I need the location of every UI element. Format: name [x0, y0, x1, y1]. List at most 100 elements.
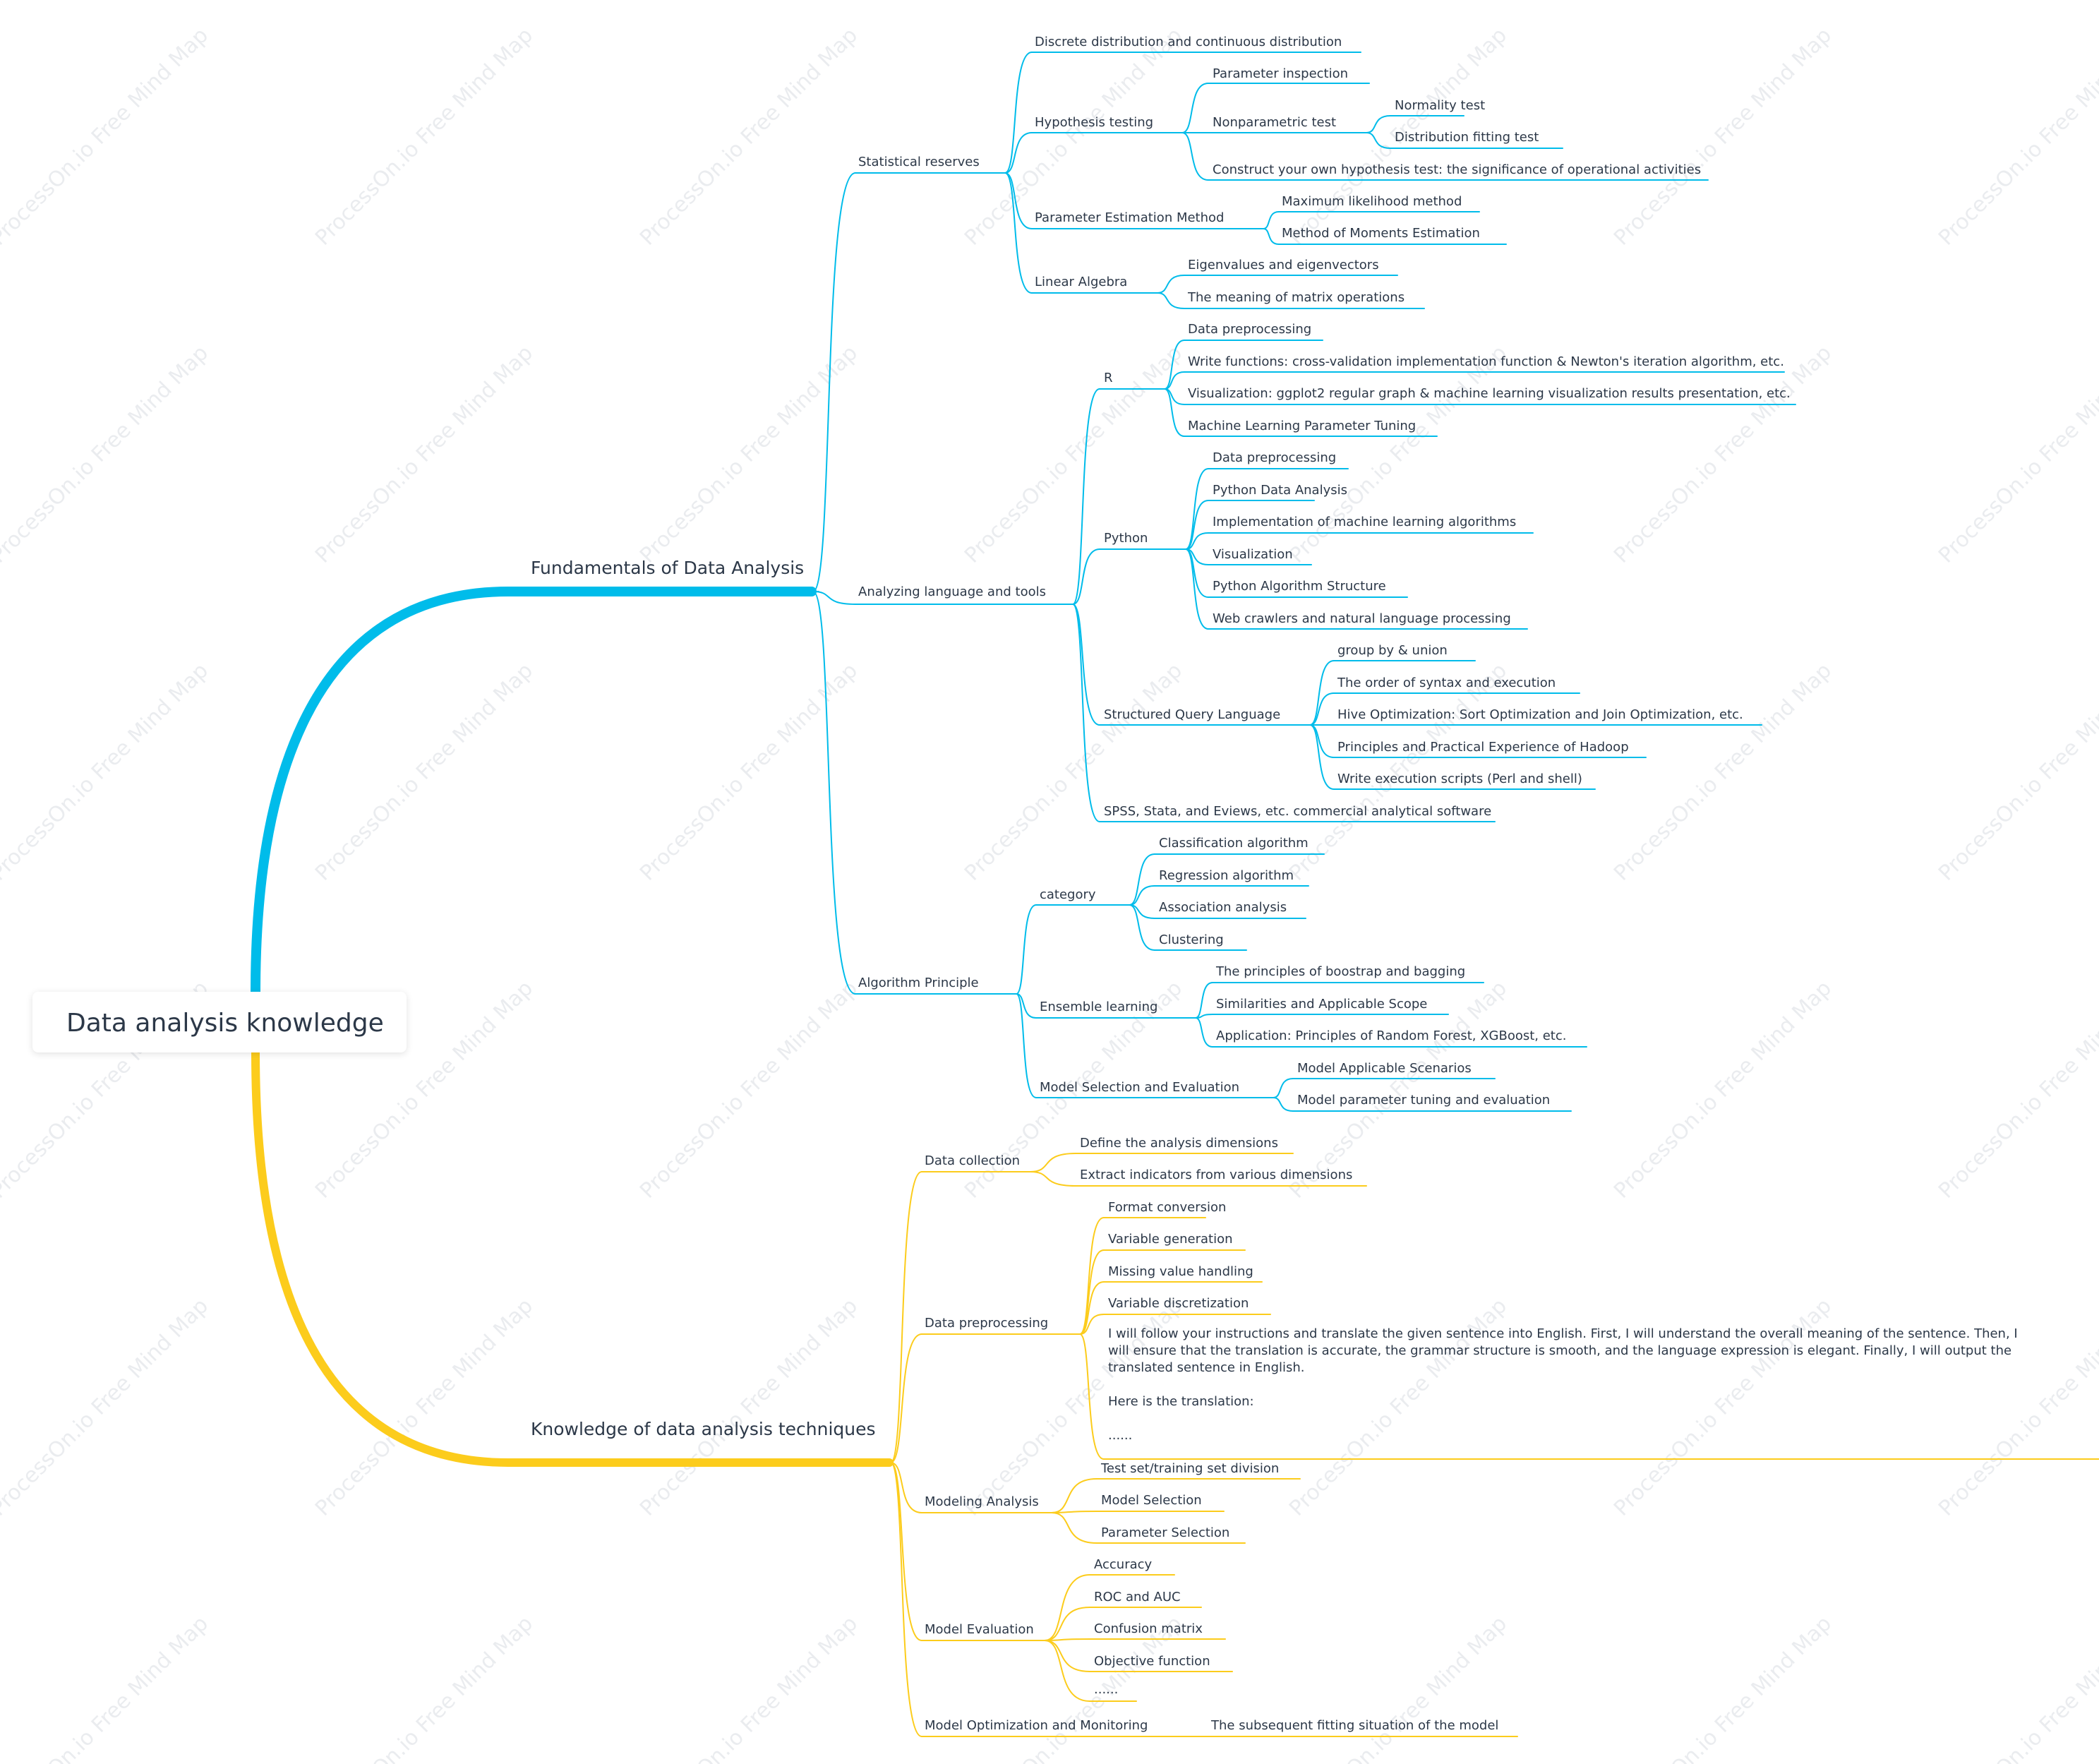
tools-1-connector [1072, 548, 1100, 605]
node-model-evaluation[interactable]: Model Evaluation [925, 1622, 1034, 1637]
node-normality-test[interactable]: Normality test [1395, 98, 1486, 113]
node-preprocessing-item-2[interactable]: Variable generation [1108, 1232, 1233, 1247]
long-text-paragraph: I will follow your instructions and tran… [1108, 1326, 2018, 1375]
node-ensemble-item-1[interactable]: The principles of boostrap and bagging [1216, 964, 1466, 979]
branch-techniques [251, 1048, 894, 1467]
node-category-item-4[interactable]: Clustering [1159, 932, 1224, 947]
node-model-selection-evaluation[interactable]: Model Selection and Evaluation [1040, 1080, 1239, 1095]
node-preprocessing-item-4[interactable]: Variable discretization [1108, 1296, 1249, 1311]
node-collection-item-2[interactable]: Extract indicators from various dimensio… [1080, 1168, 1353, 1182]
stat-1-connector [1004, 132, 1033, 174]
node-r-item-3[interactable]: Visualization: ggplot2 regular graph & m… [1188, 386, 1791, 401]
topic-fundamentals[interactable]: Fundamentals of Data Analysis [531, 558, 805, 578]
algo-1-connector [1016, 993, 1037, 1019]
node-python-item-3[interactable]: Implementation of machine learning algor… [1213, 515, 1517, 529]
node-hypothesis-testing[interactable]: Hypothesis testing [1035, 115, 1154, 130]
node-ensemble-item-2[interactable]: Similarities and Applicable Scope [1216, 997, 1428, 1012]
node-modeling-analysis[interactable]: Modeling Analysis [925, 1494, 1039, 1509]
node-r-item-1[interactable]: Data preprocessing [1188, 322, 1312, 337]
fund-tools-connector [812, 591, 856, 605]
cat-1-connector [1129, 885, 1155, 906]
coll-1-connector [1030, 1171, 1076, 1187]
branch-fundamentals [251, 587, 817, 997]
sql-3-connector [1309, 724, 1335, 758]
node-sql-item-3[interactable]: Hive Optimization: Sort Optimization and… [1337, 707, 1743, 722]
node-evaluation-item-2[interactable]: ROC and AUC [1094, 1590, 1181, 1604]
node-distribution-fitting[interactable]: Distribution fitting test [1395, 130, 1539, 145]
node-python-item-5[interactable]: Python Algorithm Structure [1213, 579, 1386, 594]
nonpar-1-connector [1366, 132, 1391, 149]
node-python-item-2[interactable]: Python Data Analysis [1213, 483, 1347, 498]
node-preprocessing-item-1[interactable]: Format conversion [1108, 1200, 1227, 1215]
node-statistical-reserves[interactable]: Statistical reserves [858, 155, 980, 169]
stat-0-connector [1004, 52, 1033, 174]
eval-2-connector [1044, 1638, 1090, 1641]
node-preprocessing-item-3[interactable]: Missing value handling [1108, 1264, 1253, 1279]
node-python-item-1[interactable]: Data preprocessing [1213, 450, 1337, 465]
node-collection-item-1[interactable]: Define the analysis dimensions [1080, 1136, 1278, 1151]
node-algorithm-principle[interactable]: Algorithm Principle [858, 976, 979, 990]
node-model-optimization[interactable]: Model Optimization and Monitoring [925, 1718, 1148, 1733]
fund-statistical-connector [812, 172, 856, 592]
node-python-item-4[interactable]: Visualization [1213, 547, 1293, 562]
node-modeling-item-2[interactable]: Model Selection [1101, 1493, 1202, 1508]
node-ensemble-item-3[interactable]: Application: Principles of Random Forest… [1216, 1028, 1567, 1043]
node-r-item-4[interactable]: Machine Learning Parameter Tuning [1188, 419, 1417, 433]
node-discrete-distribution[interactable]: Discrete distribution and continuous dis… [1035, 35, 1342, 49]
node-preprocessing-long-text[interactable]: I will follow your instructions and tran… [1108, 1326, 2040, 1444]
node-category-item-3[interactable]: Association analysis [1159, 900, 1287, 915]
node-python[interactable]: Python [1104, 531, 1148, 546]
node-evaluation-item-4[interactable]: Objective function [1094, 1654, 1210, 1669]
topic-techniques[interactable]: Knowledge of data analysis techniques [531, 1419, 876, 1439]
node-model-selection-item-2[interactable]: Model parameter tuning and evaluation [1297, 1093, 1551, 1108]
node-ensemble-learning[interactable]: Ensemble learning [1040, 1000, 1158, 1014]
hyp-2-connector [1181, 132, 1209, 181]
node-category-item-2[interactable]: Regression algorithm [1159, 868, 1294, 883]
tech-optimization-connector [890, 1462, 922, 1737]
cat-3-connector [1129, 904, 1155, 951]
node-sql-item-2[interactable]: The order of syntax and execution [1337, 676, 1556, 690]
node-linear-algebra[interactable]: Linear Algebra [1035, 275, 1128, 289]
node-data-preprocessing[interactable]: Data preprocessing [925, 1316, 1049, 1331]
r-1-connector [1164, 371, 1185, 390]
node-eigenvalues[interactable]: Eigenvalues and eigenvectors [1188, 258, 1379, 272]
ens-0-connector [1195, 982, 1213, 1019]
node-modeling-item-1[interactable]: Test set/training set division [1101, 1461, 1280, 1476]
node-modeling-item-3[interactable]: Parameter Selection [1101, 1525, 1230, 1540]
coll-0-connector [1030, 1153, 1076, 1172]
mod-1-connector [1051, 1511, 1097, 1513]
node-parameter-estimation[interactable]: Parameter Estimation Method [1035, 210, 1225, 225]
node-category-item-1[interactable]: Classification algorithm [1159, 836, 1309, 851]
py-1-connector [1185, 500, 1209, 550]
node-r[interactable]: R [1104, 371, 1113, 385]
node-sql[interactable]: Structured Query Language [1104, 707, 1281, 722]
node-sql-item-5[interactable]: Write execution scripts (Perl and shell) [1337, 772, 1582, 786]
node-data-collection[interactable]: Data collection [925, 1153, 1021, 1168]
node-maximum-likelihood[interactable]: Maximum likelihood method [1282, 194, 1462, 209]
sql-4-connector [1309, 724, 1335, 790]
node-optimization-child[interactable]: The subsequent fitting situation of the … [1211, 1718, 1499, 1733]
node-analyzing-tools[interactable]: Analyzing language and tools [858, 584, 1046, 599]
node-spss[interactable]: SPSS, Stata, and Eviews, etc. commercial… [1104, 804, 1492, 819]
node-category[interactable]: category [1040, 887, 1096, 902]
node-method-of-moments[interactable]: Method of Moments Estimation [1282, 226, 1480, 241]
py-4-connector [1185, 548, 1209, 598]
stat-2-connector [1004, 172, 1033, 229]
node-sql-item-4[interactable]: Principles and Practical Experience of H… [1337, 740, 1629, 755]
node-matrix-operations[interactable]: The meaning of matrix operations [1188, 290, 1405, 305]
node-model-selection-item-1[interactable]: Model Applicable Scenarios [1297, 1061, 1472, 1076]
node-parameter-inspection[interactable]: Parameter inspection [1213, 66, 1349, 81]
node-python-item-6[interactable]: Web crawlers and natural language proces… [1213, 611, 1511, 626]
root-node[interactable] [32, 992, 407, 1052]
node-construct-hypothesis[interactable]: Construct your own hypothesis test: the … [1213, 162, 1702, 177]
prep-4-connector [1079, 1333, 1105, 1460]
r-0-connector [1164, 340, 1185, 390]
node-evaluation-item-3[interactable]: Confusion matrix [1094, 1621, 1203, 1636]
node-evaluation-item-5[interactable]: ...... [1094, 1682, 1119, 1697]
node-r-item-2[interactable]: Write functions: cross-validation implem… [1188, 354, 1784, 369]
node-nonparametric-test[interactable]: Nonparametric test [1213, 115, 1337, 130]
py-2-connector [1185, 532, 1209, 550]
node-sql-item-1[interactable]: group by & union [1337, 643, 1448, 658]
node-evaluation-item-1[interactable]: Accuracy [1094, 1557, 1153, 1572]
